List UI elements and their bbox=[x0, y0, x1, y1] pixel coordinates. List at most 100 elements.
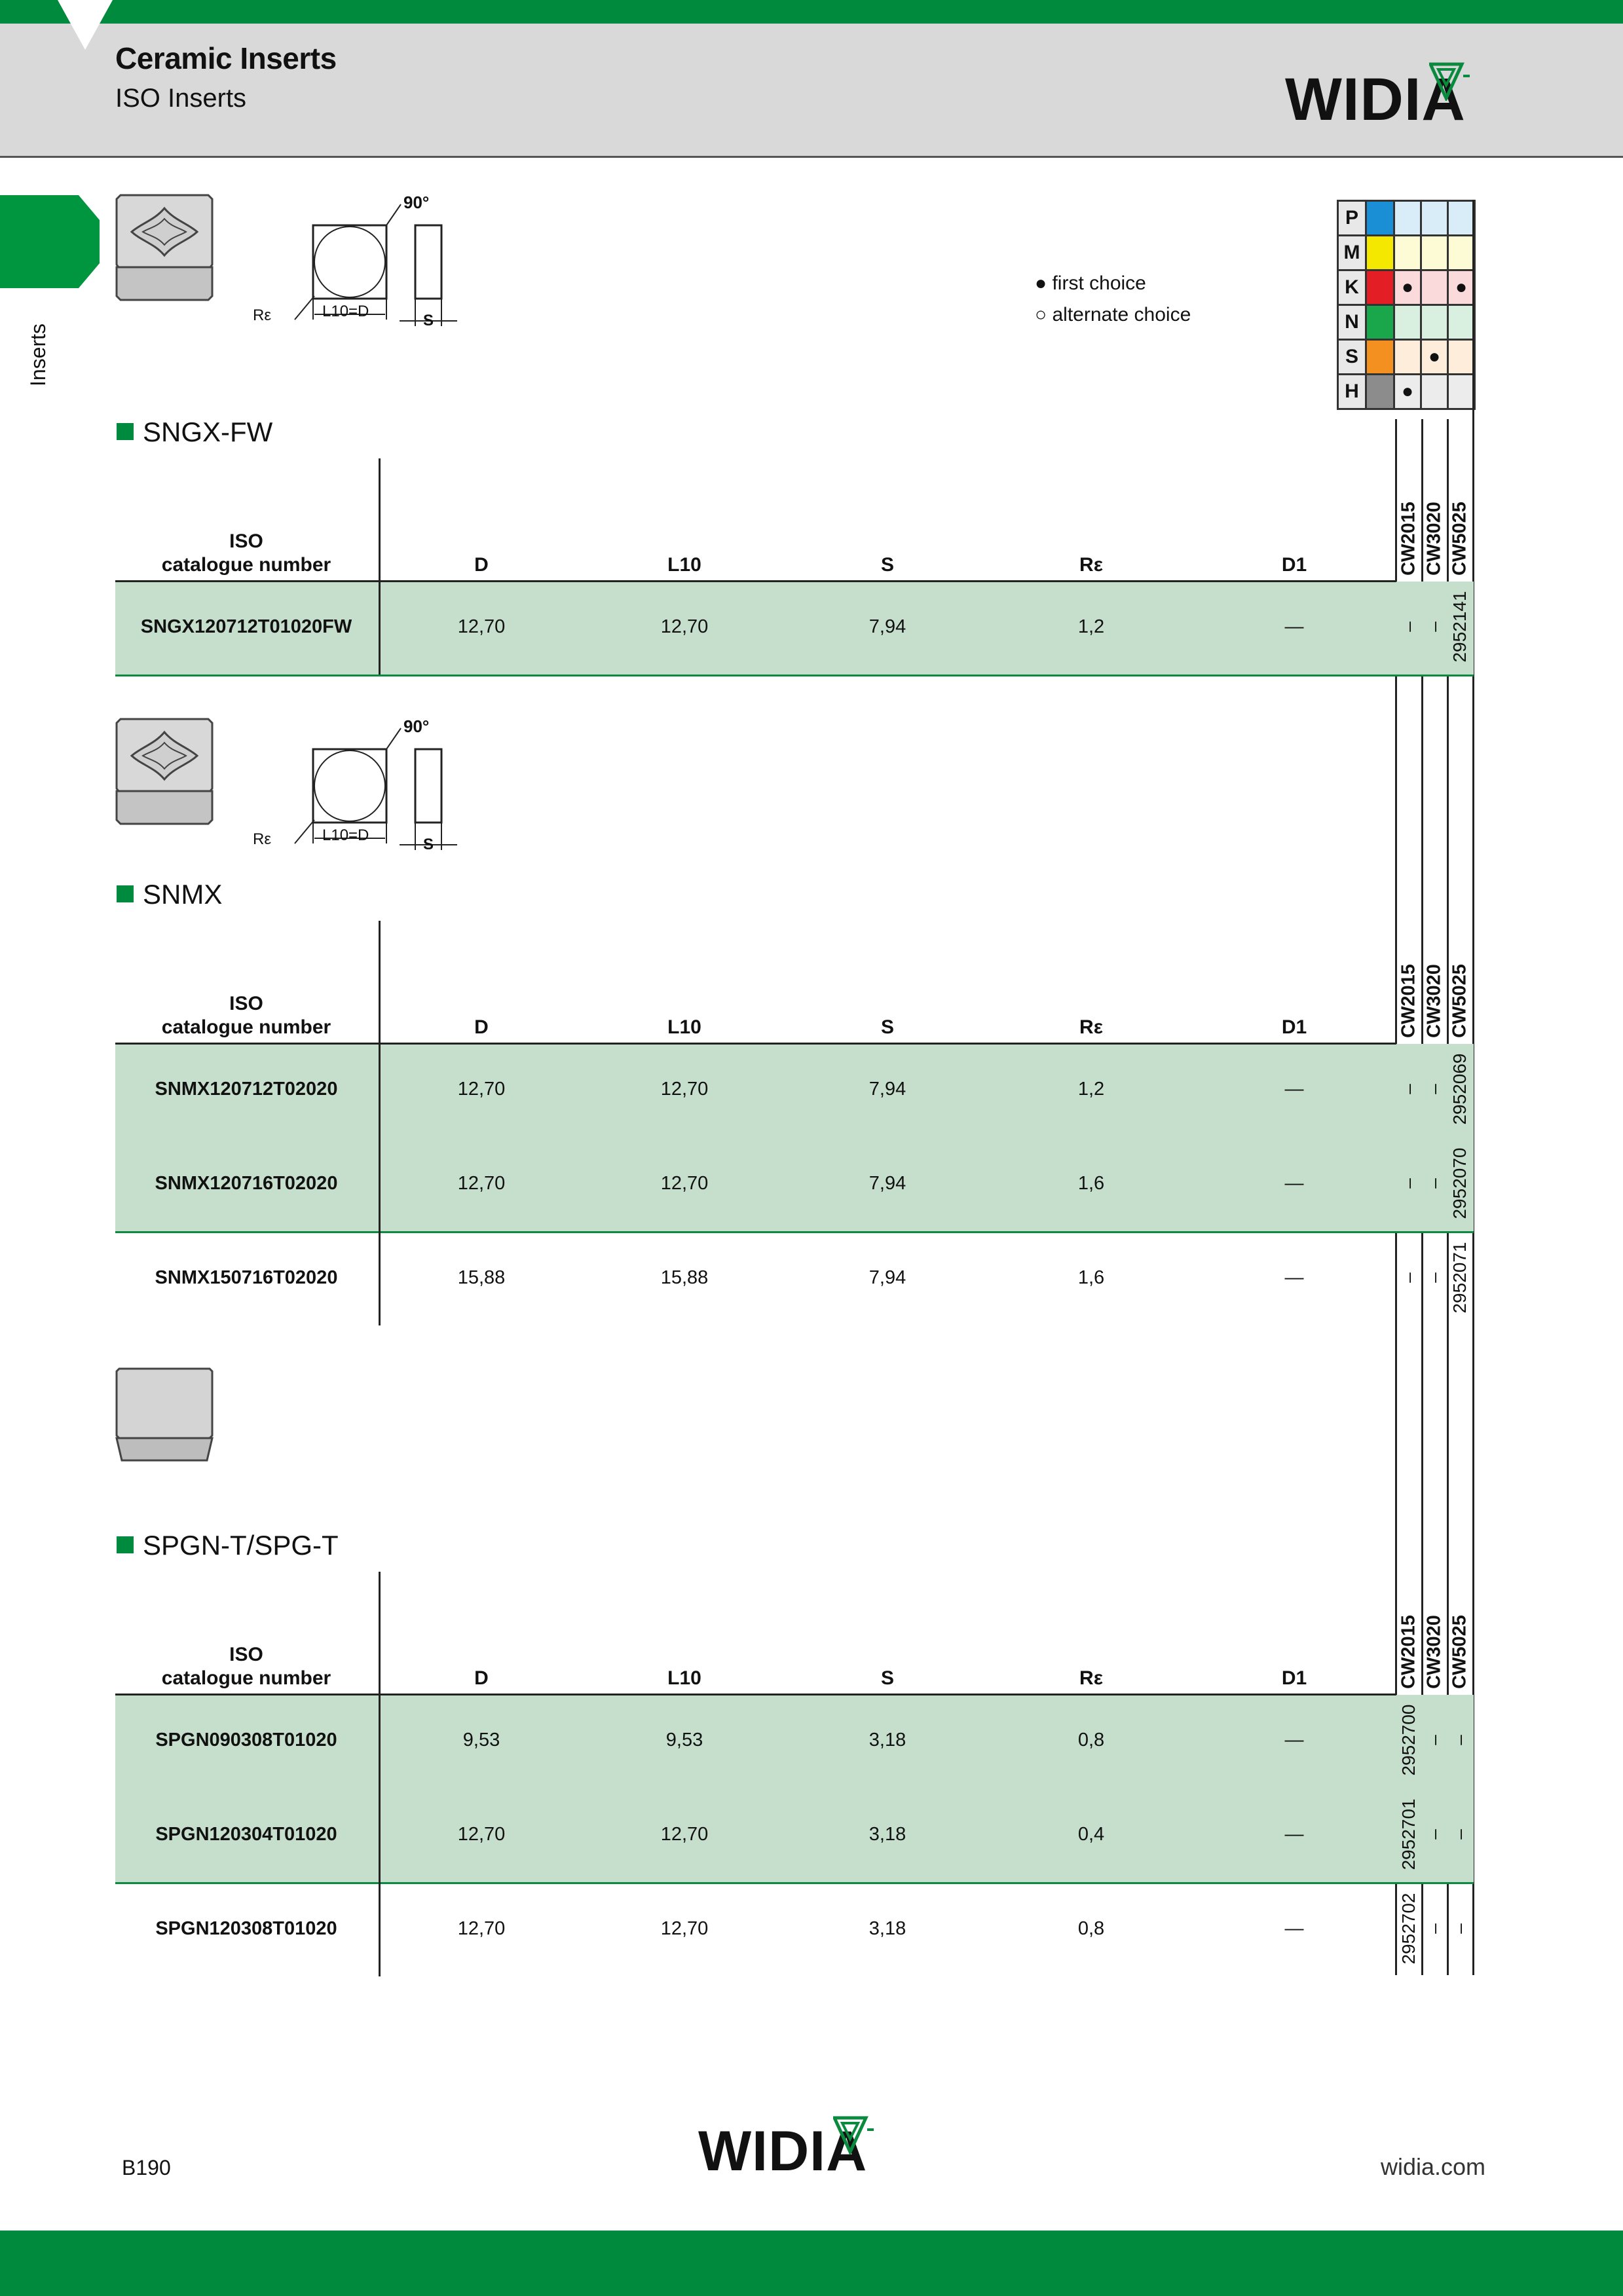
cell-d: 12,70 bbox=[457, 616, 506, 637]
material-grade-mark: ● bbox=[1393, 373, 1422, 410]
shaded-divider bbox=[115, 1231, 1474, 1233]
material-row-k: K●● bbox=[1337, 269, 1476, 306]
cell-l10: 9,53 bbox=[665, 1730, 703, 1750]
side-tab-label: Inserts bbox=[26, 323, 50, 386]
cell-d: 12,70 bbox=[457, 1918, 506, 1939]
widia-triangle-icon bbox=[1429, 62, 1470, 101]
col-header-iso-line1: ISO bbox=[229, 993, 263, 1014]
grade-header-cw2015: CW2015 bbox=[1398, 502, 1419, 576]
spgn-insert-image bbox=[115, 1367, 214, 1462]
col-header-d1: D1 bbox=[1281, 1667, 1307, 1689]
iso-catalogue-number: SNGX120712T01020FW bbox=[140, 616, 352, 637]
sngx-insert-image bbox=[115, 194, 214, 301]
cell-l10: 12,70 bbox=[660, 1918, 709, 1939]
section-marker-icon bbox=[117, 1536, 134, 1553]
order-number-cw3020: – bbox=[1424, 1084, 1444, 1094]
material-letter: P bbox=[1337, 200, 1367, 236]
material-grade-mark: ● bbox=[1420, 339, 1449, 375]
material-row-s: S● bbox=[1337, 339, 1476, 375]
col-header-s: S bbox=[880, 554, 894, 576]
angle-label: 90° bbox=[403, 716, 430, 736]
col-header-l10: L10 bbox=[667, 554, 701, 576]
material-grade-mark bbox=[1447, 200, 1476, 236]
material-row-n: N bbox=[1337, 304, 1476, 341]
cell-d1: — bbox=[1284, 1079, 1304, 1100]
col-header-d: D bbox=[474, 1667, 489, 1689]
top-green-bar bbox=[0, 0, 1623, 24]
cell-re: 1,2 bbox=[1077, 616, 1105, 637]
website-link[interactable]: widia.com bbox=[1381, 2153, 1486, 2180]
cell-d1: — bbox=[1284, 1824, 1304, 1845]
header-notch bbox=[58, 0, 113, 50]
order-number-cw3020: – bbox=[1424, 621, 1444, 632]
section-title-text: SNMX bbox=[143, 879, 223, 910]
angle-label: 90° bbox=[403, 193, 430, 212]
col-header-d: D bbox=[474, 554, 489, 576]
section-title: SPGN-T/SPG-T bbox=[117, 1530, 339, 1561]
col-header-d1: D1 bbox=[1281, 1016, 1307, 1038]
col-header-iso-line2: catalogue number bbox=[161, 1667, 331, 1689]
order-number-cw2015: – bbox=[1398, 621, 1419, 632]
table-header-rule bbox=[115, 1694, 1396, 1695]
cell-s: 3,18 bbox=[868, 1730, 906, 1750]
cell-d: 12,70 bbox=[457, 1824, 506, 1845]
order-number-cw3020: – bbox=[1424, 1735, 1444, 1745]
order-number-cw2015: 2952702 bbox=[1398, 1893, 1419, 1965]
radius-label: Rε bbox=[253, 830, 272, 848]
page-subtitle: ISO Inserts bbox=[115, 84, 247, 113]
widia-triangle-icon bbox=[833, 2116, 874, 2155]
cell-d1: — bbox=[1284, 1267, 1304, 1288]
material-color-swatch bbox=[1365, 339, 1395, 375]
shaded-divider bbox=[115, 1882, 1474, 1884]
section-title: SNGX-FW bbox=[117, 417, 272, 448]
grade-header-cw2015: CW2015 bbox=[1398, 964, 1419, 1038]
col-header-s: S bbox=[880, 1016, 894, 1038]
order-number-cw2015: – bbox=[1398, 1178, 1419, 1189]
iso-catalogue-number: SPGN120308T01020 bbox=[155, 1918, 337, 1939]
cell-l10: 12,70 bbox=[660, 616, 709, 637]
sngx-dimension-diagram bbox=[294, 204, 457, 326]
material-grade-mark bbox=[1393, 200, 1422, 236]
cell-d: 12,70 bbox=[457, 1079, 506, 1100]
shaded-divider bbox=[115, 675, 1474, 676]
material-color-swatch bbox=[1365, 373, 1395, 410]
material-row-p: P bbox=[1337, 200, 1476, 236]
cell-re: 1,6 bbox=[1077, 1173, 1105, 1194]
order-number-cw5025: 2952069 bbox=[1449, 1053, 1470, 1125]
order-number-cw3020: – bbox=[1424, 1178, 1444, 1189]
material-grade-mark bbox=[1420, 304, 1449, 341]
col-header-d: D bbox=[474, 1016, 489, 1038]
order-number-cw3020: – bbox=[1424, 1829, 1444, 1840]
s-label: S bbox=[423, 836, 434, 853]
material-grade-mark bbox=[1420, 269, 1449, 306]
legend-first-choice: ● first choice bbox=[1035, 272, 1146, 294]
legend-alternate-choice: ○ alternate choice bbox=[1035, 304, 1191, 325]
cell-re: 0,8 bbox=[1077, 1730, 1105, 1750]
order-number-cw5025: 2952141 bbox=[1449, 591, 1470, 663]
material-grade-mark bbox=[1447, 304, 1476, 341]
col-header-iso-line2: catalogue number bbox=[161, 1016, 331, 1038]
material-grade-mark bbox=[1420, 373, 1449, 410]
grade-header-cw5025: CW5025 bbox=[1449, 502, 1470, 576]
grade-header-cw3020: CW3020 bbox=[1423, 502, 1445, 576]
cell-s: 3,18 bbox=[868, 1824, 906, 1845]
cell-d: 12,70 bbox=[457, 1173, 506, 1194]
material-grade-mark bbox=[1393, 304, 1422, 341]
grade-header-cw3020: CW3020 bbox=[1423, 964, 1445, 1038]
order-number-cw5025: – bbox=[1449, 1923, 1470, 1934]
col-header-l10: L10 bbox=[667, 1016, 701, 1038]
snmx-insert-image bbox=[115, 718, 214, 825]
table-header-rule bbox=[115, 580, 1396, 582]
material-grade-mark bbox=[1447, 373, 1476, 410]
section-title: SNMX bbox=[117, 879, 222, 910]
cell-l10: 12,70 bbox=[660, 1173, 709, 1194]
header-logo: WIDIA bbox=[1285, 62, 1470, 134]
material-letter: M bbox=[1337, 234, 1367, 271]
cell-l10: 12,70 bbox=[660, 1079, 709, 1100]
section-title-text: SNGX-FW bbox=[143, 417, 273, 447]
cell-d: 9,53 bbox=[462, 1730, 500, 1750]
section-title-text: SPGN-T/SPG-T bbox=[143, 1530, 339, 1561]
material-color-swatch bbox=[1365, 200, 1395, 236]
order-number-cw2015: – bbox=[1398, 1272, 1419, 1283]
order-number-cw2015: 2952701 bbox=[1398, 1798, 1419, 1870]
